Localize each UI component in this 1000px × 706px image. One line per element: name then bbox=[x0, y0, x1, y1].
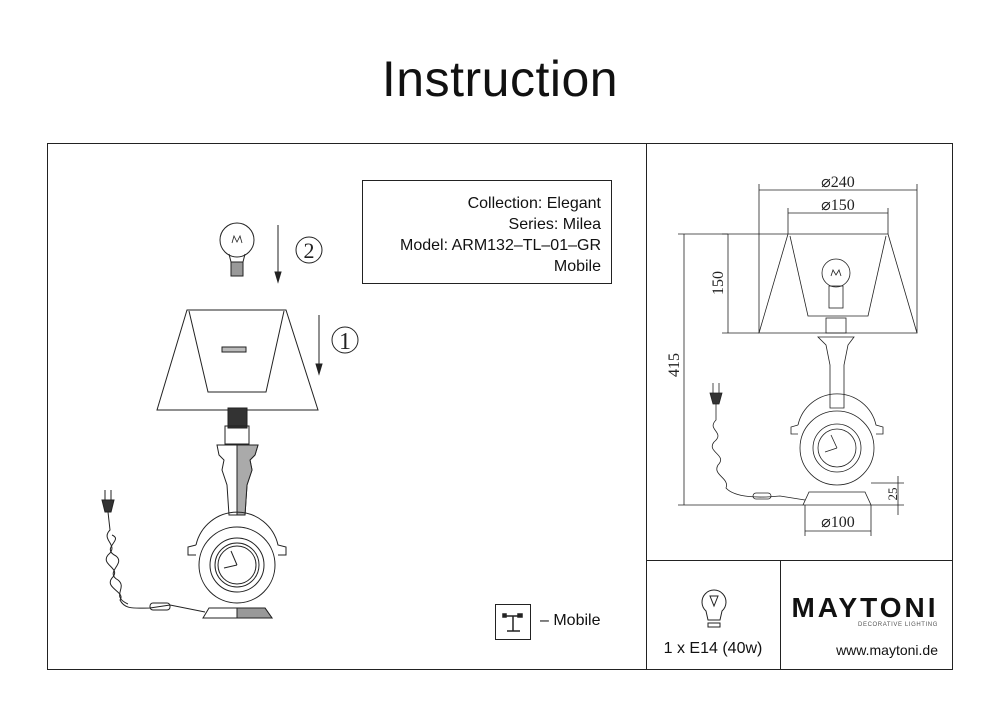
step-marker bbox=[331, 326, 359, 354]
dimension-shade-top-diameter: ⌀150 bbox=[821, 197, 855, 214]
step-2-label: 2 bbox=[304, 238, 315, 263]
lamp-base bbox=[187, 407, 287, 619]
dimension-base-diameter: ⌀100 bbox=[821, 514, 855, 531]
dimension-base-height: 25 bbox=[885, 488, 900, 501]
divider bbox=[646, 560, 953, 561]
divider bbox=[646, 143, 647, 670]
dimension-shade-height: 150 bbox=[710, 271, 727, 295]
page-title: Instruction bbox=[381, 51, 619, 107]
step-1-label: 1 bbox=[339, 329, 351, 355]
series-label: Series: Milea bbox=[508, 216, 601, 233]
collection-label: Collection: Elegant bbox=[467, 195, 601, 212]
dimension-shade-bottom-diameter: ⌀240 bbox=[821, 174, 855, 191]
model-label: Model: ARM132–TL–01–GR bbox=[400, 237, 601, 254]
brand-logo: MAYTONI bbox=[791, 592, 939, 623]
dimension-lines bbox=[678, 184, 918, 536]
mobile-lamp-icon bbox=[495, 604, 531, 640]
bulb-icon bbox=[219, 222, 255, 277]
bulb-icon bbox=[701, 589, 727, 628]
step-marker bbox=[295, 236, 323, 264]
drawing-frame bbox=[47, 143, 953, 670]
type-label: Mobile bbox=[553, 258, 601, 275]
brand-tagline: DECORATIVE LIGHTING bbox=[858, 622, 938, 628]
dimensioned-lamp bbox=[709, 233, 918, 506]
power-cord bbox=[101, 490, 206, 613]
dimension-total-height: 415 bbox=[666, 353, 683, 377]
product-info-box: Collection: Elegant Series: Milea Model:… bbox=[362, 180, 612, 284]
arrow-down-icon bbox=[315, 315, 323, 376]
lampshade bbox=[156, 309, 319, 411]
mobile-legend-label: – Mobile bbox=[540, 612, 601, 629]
divider bbox=[780, 560, 781, 670]
arrow-down-icon bbox=[274, 225, 282, 284]
bulb-spec: 1 x E14 (40w) bbox=[663, 640, 763, 657]
brand-url: www.maytoni.de bbox=[836, 642, 938, 658]
